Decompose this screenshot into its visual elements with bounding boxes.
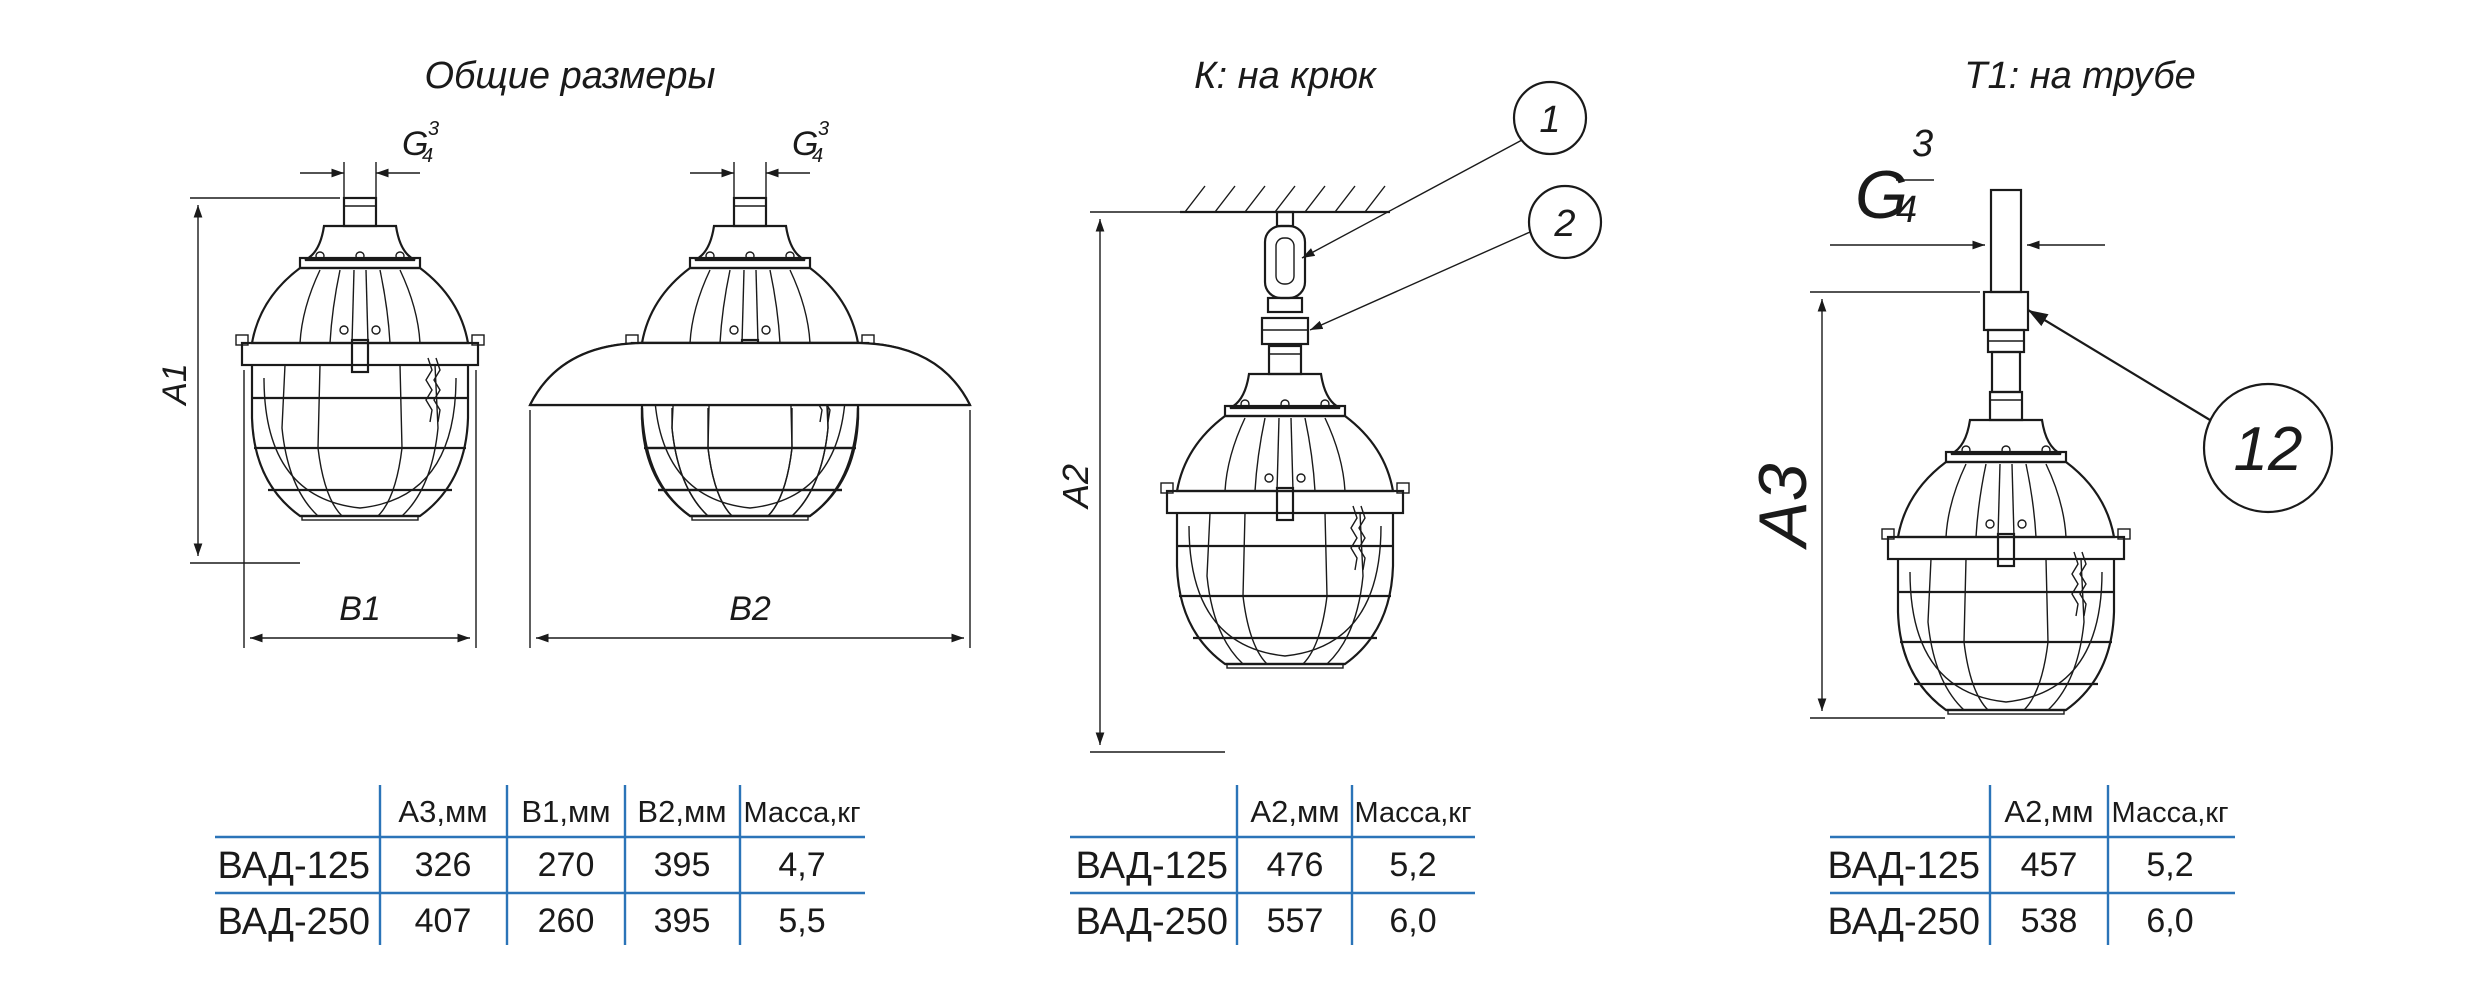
table-row-label: ВАД-250 xyxy=(218,901,370,943)
table-cell: 5,2 xyxy=(2146,846,2193,884)
view-hook: К: на крюк 1 2 A2 xyxy=(1055,55,1603,753)
thread-label: G xyxy=(402,125,428,163)
thread-numerator-2: 3 xyxy=(818,118,829,140)
table-general: А3,мм В1,мм В2,мм Масса,кг ВАД-125 326 2… xyxy=(215,785,865,945)
table-row-label: ВАД-125 xyxy=(218,845,370,887)
view-general-title: Общие размеры xyxy=(424,55,715,97)
view-hook-title: К: на крюк xyxy=(1194,55,1378,97)
luminaire-on-pipe-drawing xyxy=(1880,390,2132,716)
table-row-label: ВАД-250 xyxy=(1828,901,1980,943)
table-header-cell: А3,мм xyxy=(398,794,487,829)
table-row-label: ВАД-250 xyxy=(1076,901,1228,943)
thread-label-3: G xyxy=(1855,157,1908,233)
table-header-cell: Масса,кг xyxy=(1354,797,1471,829)
table-cell: 270 xyxy=(538,846,595,884)
table-cell: 5,2 xyxy=(1389,846,1436,884)
callout-1-label: 1 xyxy=(1539,99,1560,141)
table-cell: 6,0 xyxy=(2146,902,2193,940)
table-header-cell: А2,мм xyxy=(1250,794,1339,829)
table-cell: 4,7 xyxy=(778,846,825,884)
dimension-a2-label: A2 xyxy=(1055,464,1096,510)
luminaire-drawing xyxy=(234,196,486,522)
table-cell: 476 xyxy=(1267,846,1324,884)
table-cell: 395 xyxy=(654,902,711,940)
view-pipe: Т1: на трубе G 3 4 12 A3 xyxy=(1745,55,2334,719)
table-header-cell: Масса,кг xyxy=(2111,797,2228,829)
callout-circle-1 xyxy=(1512,80,1588,156)
table-hook: А2,мм Масса,кг ВАД-125 476 5,2 ВАД-250 5… xyxy=(1070,785,1475,945)
table-cell: 538 xyxy=(2021,902,2078,940)
view-pipe-title: Т1: на трубе xyxy=(1964,55,2196,97)
thread-label-2: G xyxy=(792,125,818,163)
hook-shape xyxy=(1263,224,1307,300)
dimension-b2-label: B2 xyxy=(729,590,771,628)
dimension-a1-label: A1 xyxy=(156,363,194,407)
table-cell: 6,0 xyxy=(1389,902,1436,940)
table-header-cell: В2,мм xyxy=(637,794,726,829)
table-cell: 260 xyxy=(538,902,595,940)
callout-12-label: 12 xyxy=(2234,415,2303,484)
thread-numerator-3: 3 xyxy=(1912,123,1933,165)
table-header-cell: Масса,кг xyxy=(743,797,860,829)
table-cell: 326 xyxy=(415,846,472,884)
thread-numerator: 3 xyxy=(428,118,439,140)
dimension-a3-label: A3 xyxy=(1745,463,1821,550)
table-cell: 457 xyxy=(2021,846,2078,884)
thread-denominator: 4 xyxy=(422,145,433,167)
table-cell: 407 xyxy=(415,902,472,940)
table-cell: 395 xyxy=(654,846,711,884)
table-header-cell: А2,мм xyxy=(2004,794,2093,829)
dimension-b1-label: B1 xyxy=(339,590,381,628)
table-cell: 557 xyxy=(1267,902,1324,940)
table-row-label: ВАД-125 xyxy=(1828,845,1980,887)
table-cell: 5,5 xyxy=(778,902,825,940)
callout-circle-12 xyxy=(2202,382,2334,514)
table-row-label: ВАД-125 xyxy=(1076,845,1228,887)
table-pipe: А2,мм Масса,кг ВАД-125 457 5,2 ВАД-250 5… xyxy=(1828,785,2235,945)
thread-denominator-2: 4 xyxy=(812,145,823,167)
thread-denominator-3: 4 xyxy=(1896,189,1917,231)
callout-2-label: 2 xyxy=(1553,203,1575,245)
view-general: Общие размеры G 3 4 A1 B1 xyxy=(156,55,972,648)
mounting-pipe xyxy=(1989,188,2023,294)
table-header-cell: В1,мм xyxy=(521,794,610,829)
luminaire-on-hook-drawing xyxy=(1159,344,1411,670)
callout-circle-2 xyxy=(1527,184,1603,260)
